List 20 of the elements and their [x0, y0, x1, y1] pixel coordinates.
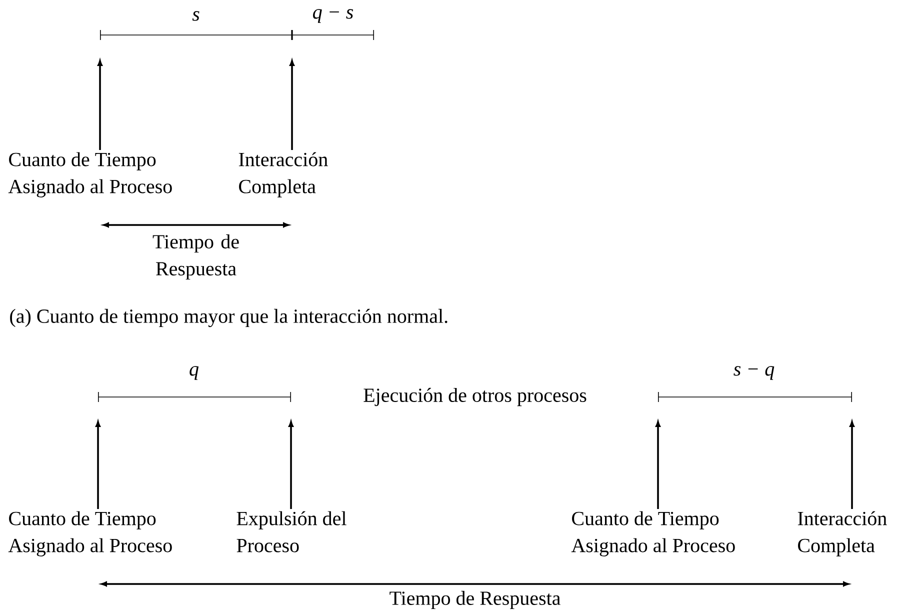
event-label: Expulsión del Proceso — [236, 511, 346, 552]
arrow — [288, 421, 294, 509]
segment-label: s — [192, 11, 200, 21]
span-label: Tiempo de Respuesta — [390, 590, 560, 610]
event-label: Cuanto de Tiempo Asignado al Proceso — [571, 511, 735, 556]
arrow — [656, 421, 660, 509]
event-label: Interacción Completa — [798, 511, 887, 556]
segment-label: s − q — [734, 366, 774, 380]
arrow — [290, 60, 294, 150]
segment-label: q − s — [313, 9, 354, 23]
event-label: Cuanto de Tiempo Asignado al Proceso — [8, 511, 172, 556]
event-label: Interacción Completa — [238, 152, 328, 198]
arrow — [96, 421, 100, 509]
span-label: Tiempo de Respuesta — [152, 234, 239, 280]
segment-label: q — [190, 366, 199, 380]
caption: (a) Cuanto de tiempo mayor que la interacción normal. — [10, 308, 448, 328]
gap-label: Ejecución de otros procesos — [362, 386, 588, 408]
arrow — [850, 421, 854, 509]
arrow — [98, 60, 102, 150]
event-label: Cuanto de Tiempo Asignado al Proceso — [8, 152, 172, 198]
